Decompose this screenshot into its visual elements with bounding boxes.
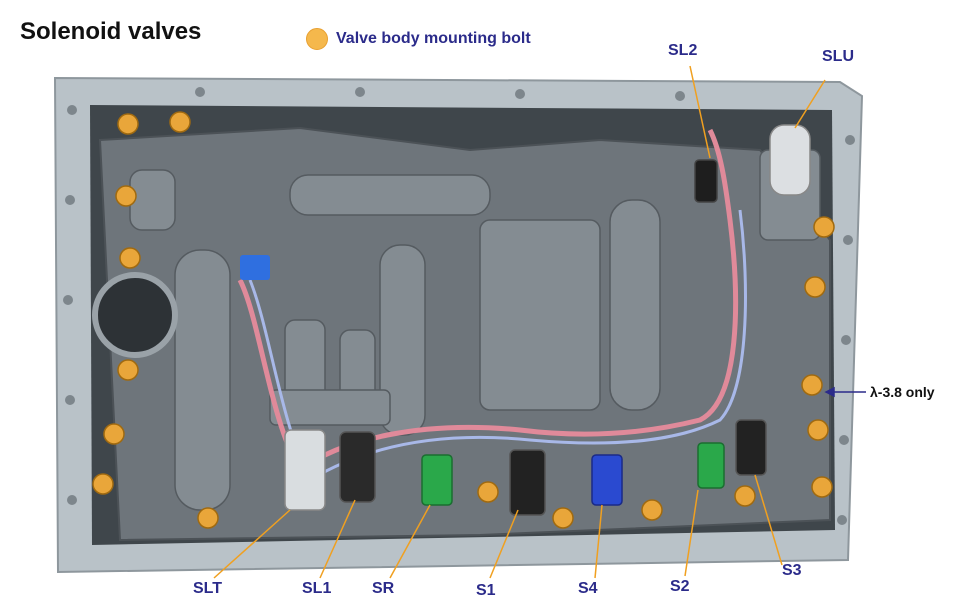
solenoid-slu bbox=[769, 124, 811, 196]
solenoid-sl2 bbox=[694, 159, 718, 203]
solenoid-s3 bbox=[735, 419, 767, 476]
solenoid-s4 bbox=[591, 454, 623, 506]
note-arrow bbox=[824, 386, 866, 398]
casting-details bbox=[129, 149, 821, 511]
bolt-legend-marker bbox=[306, 28, 328, 50]
legend-label: Valve body mounting bolt bbox=[336, 30, 531, 47]
connector-blue bbox=[240, 255, 270, 280]
label-s1: S1 bbox=[476, 582, 496, 599]
page-title: Solenoid valves bbox=[20, 18, 202, 45]
label-sl2: SL2 bbox=[668, 42, 698, 59]
solenoid-sr bbox=[421, 454, 453, 506]
label-s3: S3 bbox=[782, 562, 802, 579]
label-slu: SLU bbox=[822, 48, 854, 65]
solenoid-s1 bbox=[509, 449, 546, 516]
legend: Valve body mounting bolt bbox=[306, 28, 531, 50]
wire-harness-blue bbox=[248, 209, 747, 483]
solenoid-slt bbox=[284, 429, 326, 511]
label-lambda-note: λ-3.8 only bbox=[870, 384, 935, 400]
filter-port bbox=[92, 272, 178, 358]
label-slt: SLT bbox=[193, 580, 223, 597]
pan-rim-holes bbox=[63, 87, 855, 525]
mounting-bolts bbox=[92, 111, 835, 529]
label-sl1: SL1 bbox=[302, 580, 332, 597]
solenoid-s2 bbox=[697, 442, 725, 489]
label-s4: S4 bbox=[578, 580, 598, 597]
leader-lines bbox=[213, 65, 826, 579]
solenoid-sl1 bbox=[339, 431, 376, 503]
label-sr: SR bbox=[372, 580, 395, 597]
label-s2: S2 bbox=[670, 578, 690, 595]
